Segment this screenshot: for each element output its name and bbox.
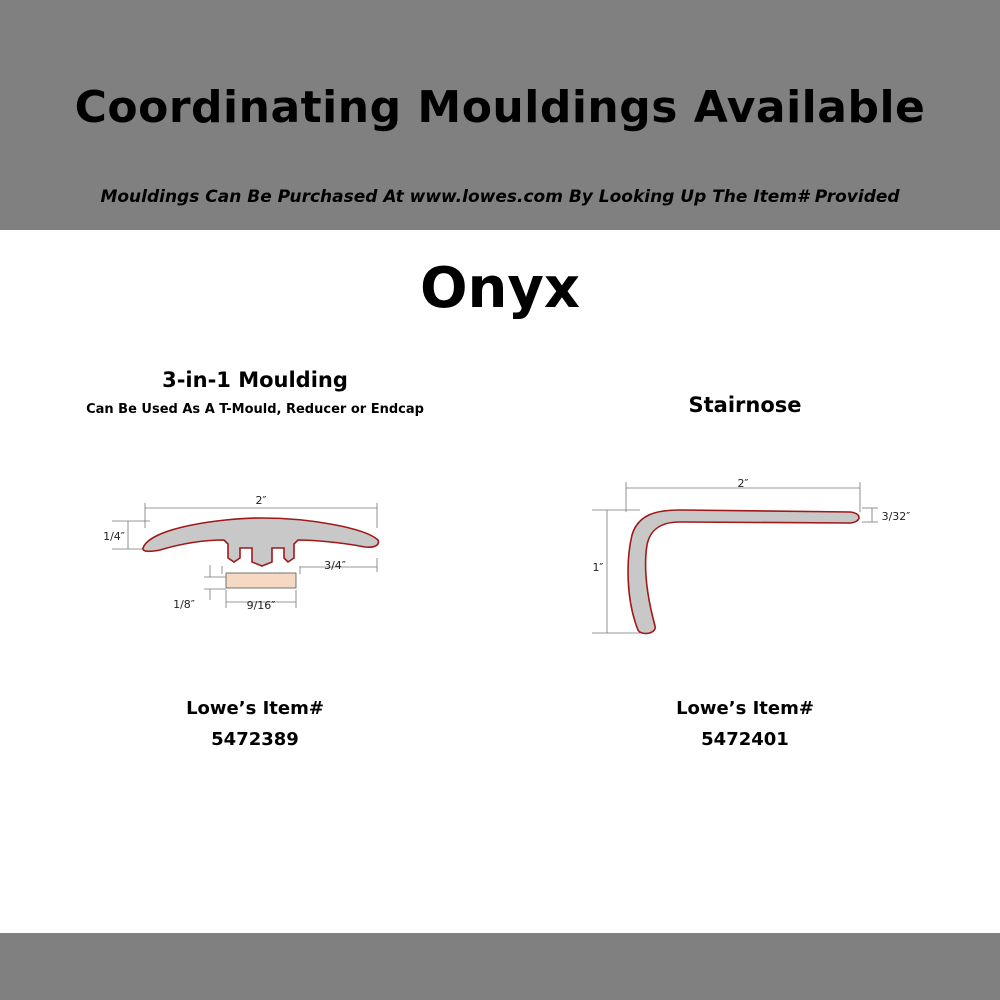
dim-label-track-width-3in1: 3/4″: [324, 559, 346, 572]
item-number-stairnose: 5472401: [701, 729, 789, 750]
dimension-thickness-stairnose: 3/32″: [862, 507, 911, 523]
header-band: [0, 0, 1000, 230]
page-subtitle: Mouldings Can Be Purchased At www.lowes.…: [100, 187, 900, 207]
moulding-3in1-profile: [142, 517, 380, 567]
item-number-3in1: 5472389: [211, 729, 299, 750]
dimension-track-width-3in1: 3/4″: [300, 558, 378, 572]
product-name-stairnose: Stairnose: [688, 393, 802, 417]
stairnose-profile: [627, 509, 860, 635]
dim-label-track-gap-3in1: 1/8″: [173, 598, 195, 611]
item-label-stairnose: Lowe’s Item#: [676, 698, 814, 719]
dim-label-height-3in1: 1/4″: [103, 530, 125, 543]
dimension-height-stairnose: 1″: [592, 509, 640, 634]
dim-label-width-3in1: 2″: [255, 494, 266, 507]
dimension-width-3in1: 2″: [144, 494, 378, 528]
dimension-width-stairnose: 2″: [625, 477, 861, 512]
product-description-3in1: Can Be Used As A T-Mould, Reducer or End…: [86, 402, 424, 417]
product-name-3in1: 3-in-1 Moulding: [162, 368, 348, 392]
collection-name: Onyx: [419, 256, 581, 321]
dimension-track-gap-3in1: 1/8″: [173, 565, 226, 611]
item-label-3in1: Lowe’s Item#: [186, 698, 324, 719]
dimension-track-inner-3in1: 9/16″: [225, 590, 297, 612]
page-title: Coordinating Mouldings Available: [74, 82, 926, 133]
dim-label-height-stairnose: 1″: [592, 561, 603, 574]
moulding-3in1-track: [225, 572, 297, 589]
footer-band: [0, 933, 1000, 1000]
dim-label-width-stairnose: 2″: [737, 477, 748, 490]
dim-label-thickness-stairnose: 3/32″: [882, 510, 911, 523]
dim-label-track-inner-3in1: 9/16″: [247, 599, 276, 612]
